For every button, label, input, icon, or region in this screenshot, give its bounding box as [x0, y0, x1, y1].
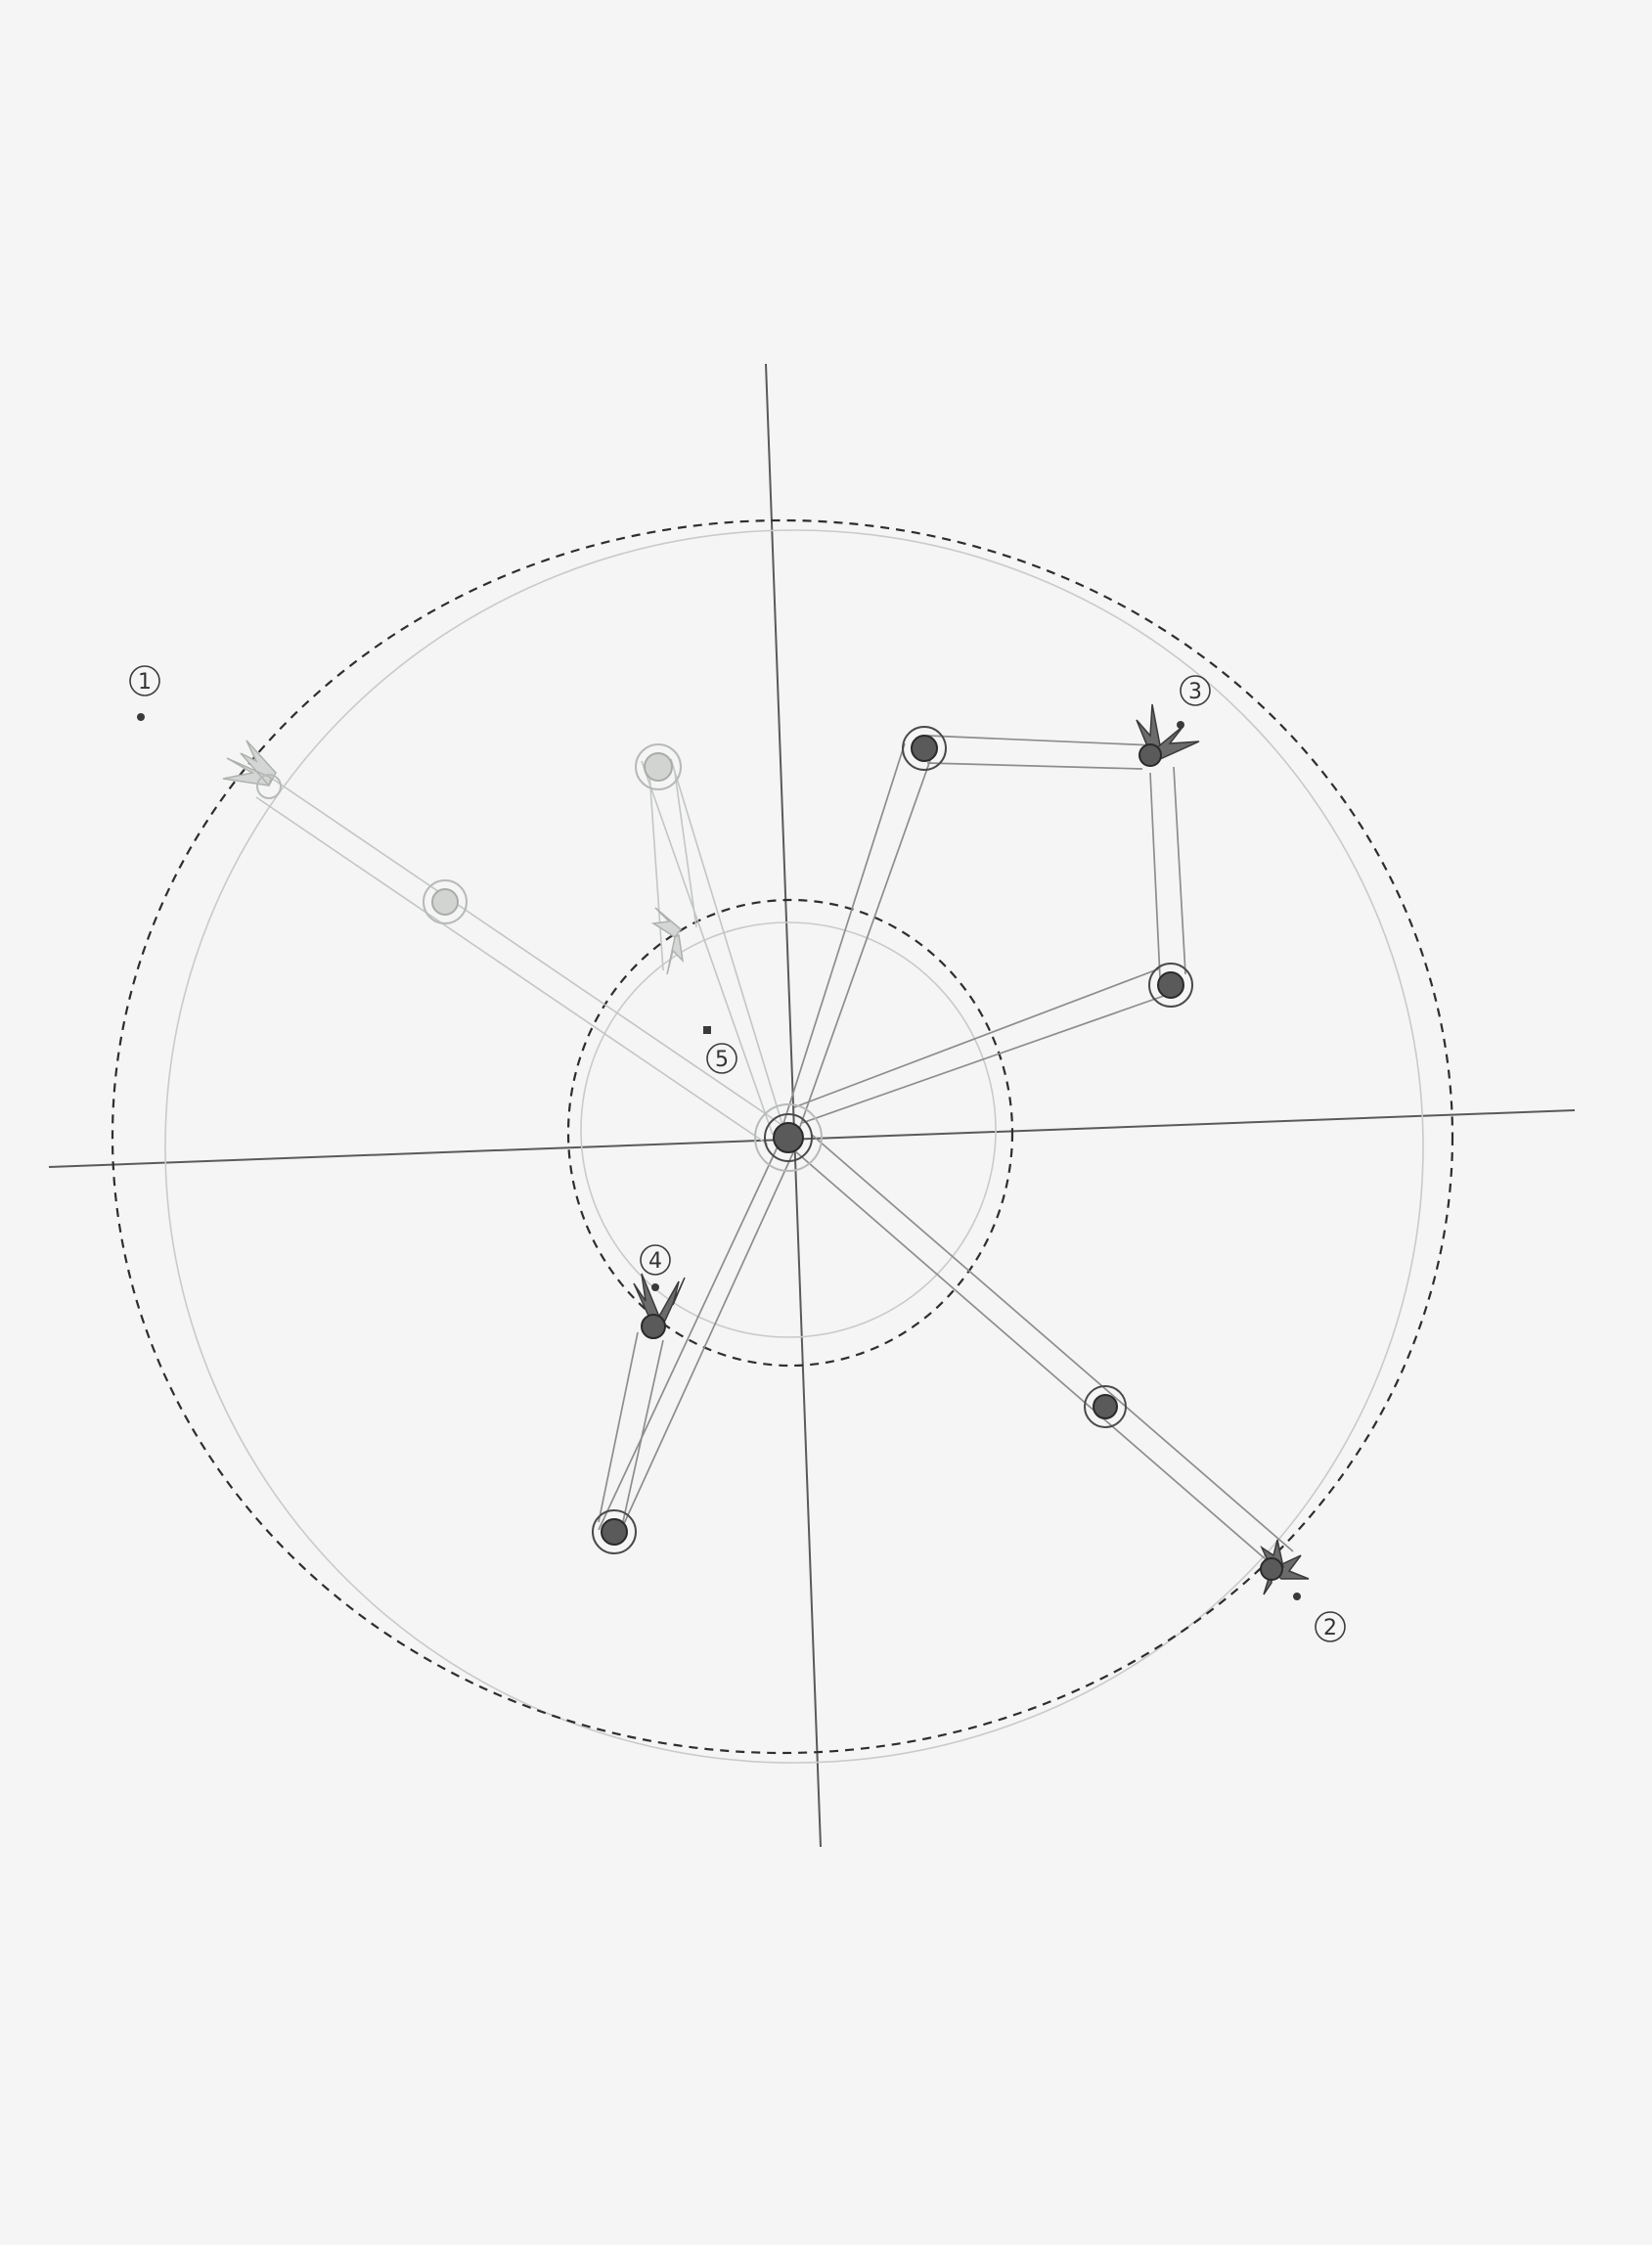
arm-configuration-1	[222, 740, 781, 1145]
arm5-link-edge	[670, 758, 783, 1126]
base-joint	[754, 1103, 823, 1172]
arm1-elbow-joint-icon	[423, 879, 468, 924]
base-joint-outer-icon	[754, 1103, 823, 1172]
arm1-link-edge	[255, 796, 769, 1145]
base-joint-icon	[773, 1122, 804, 1153]
arm1-link-edge	[267, 775, 781, 1125]
inner-workspace-faint	[580, 921, 997, 1338]
arm3-link-edge	[793, 967, 1161, 1108]
target-4-label-ring	[640, 1244, 671, 1276]
target-3-dot-icon	[1177, 721, 1184, 729]
arm3-link-edge	[926, 735, 1155, 746]
arm4-link-edge	[621, 1149, 795, 1529]
arm5-elbow-joint-icon	[635, 743, 682, 790]
arm3-link-edge	[801, 995, 1165, 1124]
target-5: 5	[703, 1026, 737, 1074]
arm3-link-edge	[796, 748, 935, 1136]
arm-configuration-4	[592, 1144, 795, 1554]
arm3-link-edge	[1173, 766, 1186, 975]
target-5-dot-icon	[703, 1026, 711, 1034]
arm-configuration-3	[780, 703, 1200, 1136]
target-4: 4	[640, 1244, 671, 1291]
target-5-label: 5	[715, 1048, 729, 1072]
target-1-label: 1	[138, 670, 152, 695]
target-2-label-ring	[1315, 1611, 1346, 1642]
target-4-label: 4	[648, 1249, 662, 1274]
target-3-label: 3	[1188, 680, 1202, 704]
arm5-elbow-joint-core	[644, 752, 673, 782]
arm5-link-edge	[641, 760, 774, 1136]
arm4-elbow-joint-core	[601, 1518, 628, 1546]
arm3-link-edge	[1149, 772, 1161, 979]
outer-workspace-faint	[164, 529, 1424, 1764]
arm3-joint-a-core	[911, 735, 938, 762]
arm2-end-effector-icon	[1260, 1557, 1283, 1581]
target-5-label-ring	[706, 1043, 737, 1074]
arm4-elbow-joint-icon	[592, 1509, 637, 1554]
inner-workspace-boundary	[566, 898, 1014, 1368]
arm2-link-edge	[811, 1134, 1294, 1552]
arm4-end-effector-icon	[641, 1314, 666, 1339]
arm1-gripper-claw-icon	[222, 740, 277, 787]
target-2-label: 2	[1323, 1616, 1337, 1640]
arm2-elbow-joint-core	[1093, 1394, 1118, 1419]
arm3-joint-b-core	[1157, 971, 1184, 999]
target-3: 3	[1177, 675, 1211, 729]
arm5-link-edge	[674, 772, 697, 928]
arm4-link-edge	[598, 1144, 780, 1531]
target-2-dot-icon	[1293, 1593, 1301, 1600]
workspace-circles	[111, 518, 1454, 1764]
target-1-dot-icon	[137, 713, 145, 721]
arm3-joint-a-icon	[902, 726, 947, 771]
coordinate-axes	[48, 363, 1576, 1848]
arm4-link-edge	[598, 1331, 639, 1523]
arm2-elbow-joint-icon	[1084, 1385, 1127, 1428]
arm3-link-edge	[780, 742, 906, 1134]
arm5-link-edge	[648, 772, 664, 971]
target-1-label-ring	[129, 665, 160, 696]
outer-workspace-boundary	[111, 518, 1454, 1755]
arm-configuration-2	[793, 1134, 1310, 1595]
arm3-link-edge	[926, 762, 1143, 770]
arm3-joint-b-icon	[1148, 963, 1193, 1008]
base-joint-ring-icon	[764, 1113, 813, 1162]
arm-configuration-5	[635, 743, 783, 1136]
arm4-link-edge	[621, 1339, 664, 1527]
target-4-dot-icon	[651, 1283, 659, 1291]
target-1: 1	[129, 665, 160, 721]
arm5-gripper-claw-icon	[650, 907, 685, 975]
target-3-label-ring	[1180, 675, 1211, 706]
arm2-link-edge	[793, 1149, 1282, 1574]
arm1-end-effector-icon	[256, 774, 282, 799]
arm3-end-effector-icon	[1139, 743, 1162, 767]
target-2: 2	[1293, 1593, 1346, 1642]
arm1-elbow-joint-core	[431, 888, 459, 916]
